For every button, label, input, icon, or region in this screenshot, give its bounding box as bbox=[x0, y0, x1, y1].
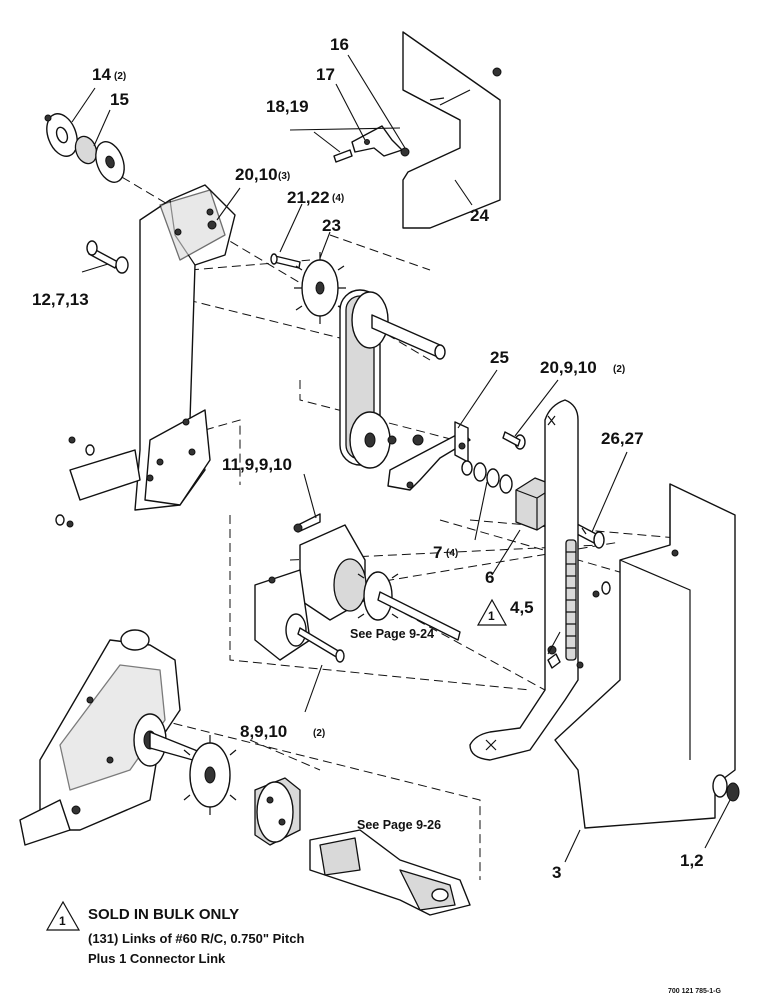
leader-lines bbox=[71, 54, 731, 863]
tensioner-arm bbox=[469, 399, 584, 761]
note-triangle bbox=[45, 900, 81, 931]
lower-gearbox bbox=[19, 629, 201, 846]
callout-18-19: 18,19 bbox=[266, 97, 309, 116]
note-line-2: Plus 1 Connector Link bbox=[88, 951, 226, 966]
callout-8-9-10: 8,9,10 bbox=[240, 722, 287, 741]
drawing-code: 700 121 785-1-G bbox=[668, 988, 721, 995]
callout-20-9-10: 20,9,10 bbox=[540, 358, 597, 377]
callout-7-qty: (4) bbox=[446, 548, 458, 559]
see-page-9-24: See Page 9-24 bbox=[350, 627, 434, 641]
sprocket-part-23 bbox=[270, 252, 346, 324]
upper-shield-part-24 bbox=[402, 31, 502, 229]
callout-21-22-qty: (4) bbox=[332, 193, 344, 204]
callout-23: 23 bbox=[322, 216, 341, 235]
callout-14-qty: (2) bbox=[114, 71, 126, 82]
callout-16: 16 bbox=[330, 35, 349, 54]
callout-3: 3 bbox=[552, 863, 561, 882]
left-hardware bbox=[55, 220, 217, 528]
callout-21-22: 21,22 bbox=[287, 188, 330, 207]
callout-20-10-qty: (3) bbox=[278, 171, 290, 182]
callout-6: 6 bbox=[485, 568, 494, 587]
bolt-part-12 bbox=[86, 240, 129, 274]
callout-17: 17 bbox=[316, 65, 335, 84]
callout-7: 7 bbox=[433, 543, 442, 562]
bulk-note: 1 SOLD IN BULK ONLY (131) Links of #60 R… bbox=[45, 900, 304, 966]
chain-note-number: 1 bbox=[488, 609, 495, 623]
note-number: 1 bbox=[59, 914, 66, 928]
bracket-part-25 bbox=[387, 421, 471, 491]
page-references: See Page 9-24 See Page 9-26 bbox=[350, 627, 441, 832]
chain-note-marker: 1 bbox=[476, 598, 508, 626]
callout-20-10: 20,10 bbox=[235, 165, 278, 184]
callout-1-2: 1,2 bbox=[680, 851, 704, 870]
chain-drive-unit bbox=[339, 289, 446, 469]
callout-15: 15 bbox=[110, 90, 129, 109]
callout-12-7-13: 12,7,13 bbox=[32, 290, 89, 309]
see-page-9-26: See Page 9-26 bbox=[357, 818, 441, 832]
callout-25: 25 bbox=[490, 348, 509, 367]
lower-shield-part-3 bbox=[554, 483, 740, 829]
washers-part-7 bbox=[461, 431, 526, 494]
callout-26-27: 26,27 bbox=[601, 429, 644, 448]
note-heading: SOLD IN BULK ONLY bbox=[88, 906, 239, 923]
bearing-flange-assembly-14-15 bbox=[44, 113, 125, 183]
callout-labels: 14 (2) 15 16 17 18,19 20,10 (3) 21,22 (4… bbox=[32, 35, 704, 882]
note-line-1: (131) Links of #60 R/C, 0.750" Pitch bbox=[88, 931, 304, 946]
left-frame-plate bbox=[69, 184, 236, 511]
drive-sprocket-assembly bbox=[254, 513, 461, 663]
roller-chain-part-4 bbox=[565, 539, 577, 661]
callout-20-9-10-qty: (2) bbox=[613, 364, 625, 375]
lower-drive-line bbox=[183, 735, 471, 916]
callout-8-9-10-qty: (2) bbox=[313, 728, 325, 739]
bracket-part-17 bbox=[333, 125, 410, 163]
callout-14: 14 bbox=[92, 65, 111, 84]
callout-24: 24 bbox=[470, 206, 489, 225]
callout-11-9-9-10: 11,9,9,10 bbox=[222, 455, 292, 474]
callout-4-5: 4,5 bbox=[510, 598, 534, 617]
